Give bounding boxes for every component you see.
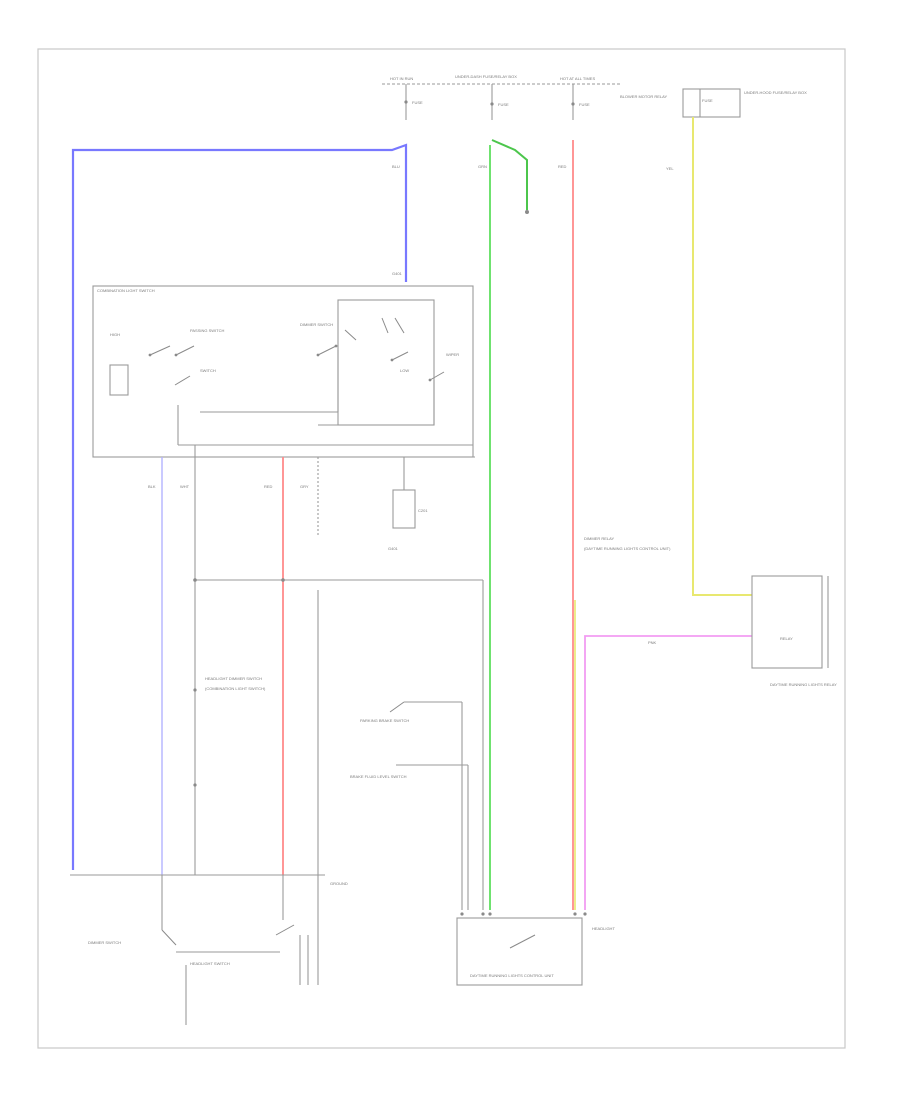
fuse-b-label: FUSE: [498, 102, 509, 107]
left-node-b: [193, 783, 197, 787]
left-node-a: [193, 688, 197, 692]
sub-switch-f: SWITCH: [200, 368, 216, 373]
module-pin-b: [481, 912, 485, 916]
mid-switch-arm: [389, 701, 405, 713]
connector-small: [392, 489, 416, 529]
bottom-right-switch-arm: [275, 924, 295, 936]
bottom-right-label: HEADLIGHT: [592, 926, 615, 931]
wire-yellow-main: [692, 117, 752, 596]
sub-switch-e: WIPER: [446, 352, 459, 357]
mid-note-2: BRAKE FLUID LEVEL SWITCH: [350, 774, 407, 779]
top-right-note: UNDER-HOOD FUSE/RELAY BOX: [744, 90, 807, 95]
combo-switch-label: COMBINATION LIGHT SWITCH: [97, 288, 155, 293]
wire-pink-main: [584, 635, 752, 910]
wire-blue-label: BLU: [392, 164, 400, 169]
green-branch-node: [525, 210, 529, 214]
fuse-c-node: [571, 102, 575, 106]
mid-note: PARKING BRAKE SWITCH: [360, 718, 409, 723]
wire-wht-label: WHT: [180, 484, 190, 489]
sub-switch-a: DIMMER SWITCH: [300, 322, 333, 327]
left-note: HEADLIGHT DIMMER SWITCH: [205, 676, 262, 681]
fuse-a-node: [404, 100, 408, 104]
wire-green-label: GRN: [478, 164, 487, 169]
left-note-2: (COMBINATION LIGHT SWITCH): [205, 686, 266, 691]
wire-red-right-label: RED: [558, 164, 567, 169]
wire-blk-label-a: BLK: [148, 484, 156, 489]
top-right-fuse-box: [682, 88, 741, 118]
bottom-note: GROUND: [330, 881, 348, 886]
fuse-box-right-label: HOT AT ALL TIMES: [560, 76, 595, 81]
module-pin-c: [488, 912, 492, 916]
wire-yellow-label: YEL: [666, 166, 674, 171]
bottom-left-label-2: HEADLIGHT SWITCH: [190, 961, 230, 966]
bottom-center-switch: [509, 934, 536, 949]
bottom-left-switch-arm: [161, 929, 177, 946]
junction-node-b: [281, 578, 285, 582]
fuse-box-left-label: HOT IN RUN: [390, 76, 413, 81]
sub-switch-c: HIGH: [110, 332, 120, 337]
fuse-a-label: FUSE: [412, 100, 423, 105]
ground-top-label: G401: [392, 271, 403, 276]
junction-node-a: [193, 578, 197, 582]
connector-center-label: C201: [418, 508, 428, 513]
relay-right-box: [751, 575, 823, 669]
connector-note: (DAYTIME RUNNING LIGHTS CONTROL UNIT): [584, 546, 671, 551]
diagram-border: [37, 48, 846, 1049]
module-pin-a: [460, 912, 464, 916]
relay-right-label: RELAY: [780, 636, 793, 641]
ground-mid-label: G401: [388, 546, 399, 551]
wire-green-branch: [491, 139, 528, 210]
combo-inner-box: [337, 299, 435, 426]
wire-pink-label: PNK: [648, 640, 657, 645]
bottom-left-label: DIMMER SWITCH: [88, 940, 121, 945]
fuse-b-node: [490, 102, 494, 106]
module-pin-d: [573, 912, 577, 916]
sub-switch-b: PASSING SWITCH: [190, 328, 224, 333]
wire-gry-label: GRY: [300, 484, 309, 489]
wire-red-left-label: RED: [264, 484, 273, 489]
fuse-box-center-label: UNDER-DASH FUSE/RELAY BOX: [455, 74, 517, 79]
wire-blue-main: [71, 143, 408, 870]
fuse-c-label: FUSE: [579, 102, 590, 107]
combo-switch-box: [92, 285, 474, 458]
module-right-label: DIMMER RELAY: [584, 536, 614, 541]
side-note: BLOWER MOTOR RELAY: [620, 94, 668, 99]
bottom-center-label: DAYTIME RUNNING LIGHTS CONTROL UNIT: [470, 973, 554, 978]
combo-switch-contacts: [109, 317, 473, 446]
relay-right-note: DAYTIME RUNNING LIGHTS RELAY: [770, 682, 837, 687]
bottom-center-module: [456, 917, 583, 986]
top-right-box-label: FUSE: [702, 98, 713, 103]
sub-switch-d: LOW: [400, 368, 409, 373]
module-pin-e: [583, 912, 587, 916]
